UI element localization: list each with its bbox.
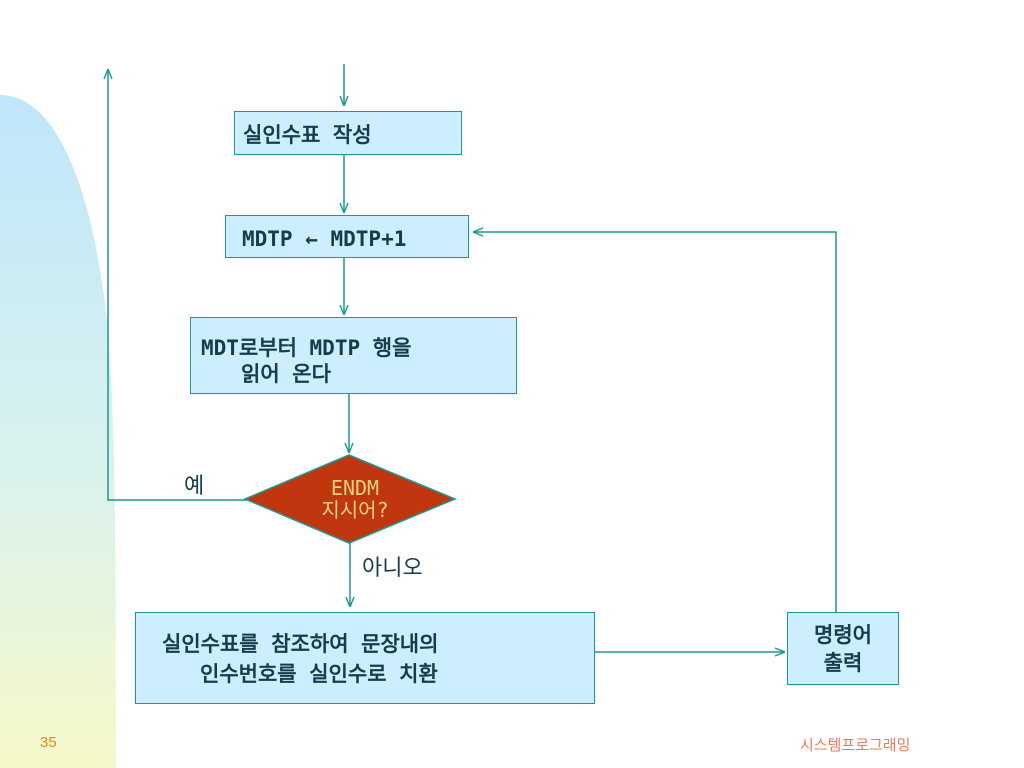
arrow-yes-exit (108, 70, 248, 501)
step-read-mdt-row: MDT로부터 MDTP 행을 읽어 온다 (190, 317, 517, 394)
page-number: 35 (40, 734, 57, 751)
decision-label: ENDM 지시어? (321, 476, 389, 522)
footer-title: 시스템프로그래밍 (800, 737, 911, 754)
arrow-output-loop (474, 232, 837, 612)
no-label: 아니오 (362, 556, 423, 581)
yes-label: 예 (184, 474, 205, 499)
step-output-instruction: 명령어 출력 (787, 612, 899, 685)
step-write-actual-args-table: 실인수표 작성 (234, 111, 462, 155)
step-increment-mdtp: MDTP ← MDTP+1 (225, 215, 469, 258)
step-replace-arg-numbers: 실인수표를 참조하여 문장내의 인수번호를 실인수로 치환 (135, 612, 595, 704)
decision-diamond (243, 454, 457, 544)
